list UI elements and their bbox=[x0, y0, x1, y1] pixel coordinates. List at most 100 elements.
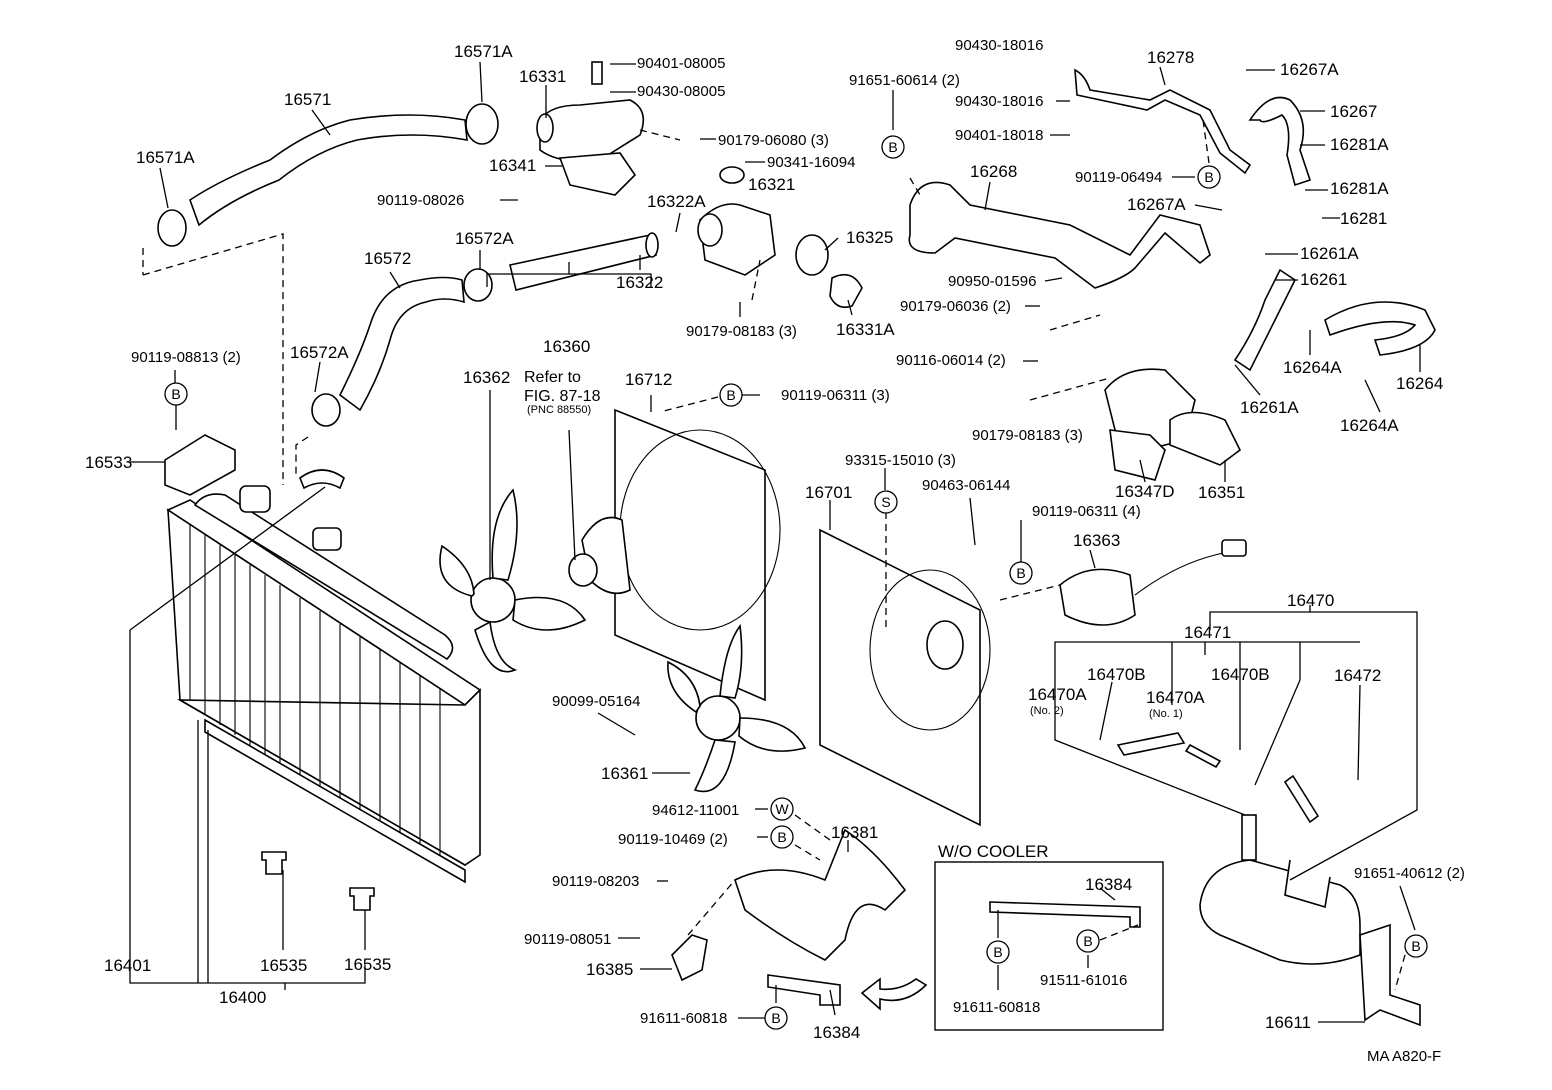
svg-text:B: B bbox=[1083, 933, 1092, 949]
fan-shroud-drawing bbox=[568, 408, 781, 702]
lower-hose-drawing bbox=[338, 276, 465, 412]
badge-b: B bbox=[719, 383, 743, 407]
part-label-90950-01596: 90950-01596 bbox=[948, 273, 1036, 290]
part-label-16267: 16267 bbox=[1330, 102, 1377, 121]
part-label-pnc: (PNC 88550) bbox=[527, 404, 591, 416]
svg-text:S: S bbox=[881, 494, 890, 510]
part-label-16363: 16363 bbox=[1073, 531, 1120, 550]
part-label-90179-08183-top: 90179-08183 (3) bbox=[686, 323, 797, 340]
part-label-90401-08005: 90401-08005 bbox=[637, 55, 725, 72]
part-label-16712: 16712 bbox=[625, 370, 672, 389]
part-label-16281A-top: 16281A bbox=[1330, 135, 1389, 154]
part-label-91611-60818-bot: 91611-60818 bbox=[640, 1010, 727, 1027]
reference-badges: B B B B S B W B B B B B bbox=[164, 135, 1428, 1030]
part-label-90119-08203: 90119-08203 bbox=[552, 873, 639, 890]
part-label-ref-code: MA A820-F bbox=[1367, 1048, 1441, 1065]
badge-b: B bbox=[1009, 561, 1033, 585]
part-label-no2: (No. 2) bbox=[1030, 705, 1064, 717]
part-label-16341: 16341 bbox=[489, 156, 536, 175]
part-label-16571A-top: 16571A bbox=[454, 42, 513, 61]
part-label-16701: 16701 bbox=[805, 483, 852, 502]
part-label-16322A: 16322A bbox=[647, 192, 706, 211]
part-label-90179-08183-right: 90179-08183 (3) bbox=[972, 427, 1083, 444]
part-label-16571A-left: 16571A bbox=[136, 148, 195, 167]
part-label-16360: 16360 bbox=[543, 337, 590, 356]
svg-text:B: B bbox=[993, 944, 1002, 960]
part-label-16381: 16381 bbox=[831, 823, 878, 842]
part-label-16261A-top: 16261A bbox=[1300, 244, 1359, 263]
part-label-16268: 16268 bbox=[970, 162, 1017, 181]
part-label-16362: 16362 bbox=[463, 368, 510, 387]
part-label-90341-16094: 90341-16094 bbox=[767, 154, 855, 171]
part-label-16470B-left: 16470B bbox=[1087, 665, 1146, 684]
part-label-16470A-no1: 16470A bbox=[1146, 688, 1205, 707]
svg-text:B: B bbox=[771, 1010, 780, 1026]
radiator-drawing bbox=[166, 469, 482, 884]
part-label-16278: 16278 bbox=[1147, 48, 1194, 67]
part-label-90430-08005: 90430-08005 bbox=[637, 83, 725, 100]
part-label-16267A-mid: 16267A bbox=[1127, 195, 1186, 214]
part-label-wo-cooler: W/O COOLER bbox=[938, 842, 1049, 861]
part-label-fig: FIG. 87-18 bbox=[524, 388, 601, 405]
part-label-16281: 16281 bbox=[1340, 209, 1387, 228]
badge-b: B bbox=[1404, 934, 1428, 958]
badge-b: B bbox=[1076, 929, 1100, 953]
part-label-16385: 16385 bbox=[586, 960, 633, 979]
part-label-90179-06080: 90179-06080 (3) bbox=[718, 132, 829, 149]
part-label-16331: 16331 bbox=[519, 67, 566, 86]
part-label-16572A-top: 16572A bbox=[455, 229, 514, 248]
part-label-16351: 16351 bbox=[1198, 483, 1245, 502]
leader-lines bbox=[129, 61, 1421, 1023]
svg-text:B: B bbox=[888, 139, 897, 155]
part-label-90430-18016-mid: 90430-18016 bbox=[955, 93, 1043, 110]
bracket-drawings bbox=[164, 434, 1421, 1027]
upper-hose-drawing bbox=[189, 114, 468, 227]
badge-b: B bbox=[764, 1006, 788, 1030]
part-label-16261: 16261 bbox=[1300, 270, 1347, 289]
badge-w: W bbox=[770, 797, 794, 821]
part-label-16470B-right: 16470B bbox=[1211, 665, 1270, 684]
part-label-90463-06144: 90463-06144 bbox=[922, 477, 1010, 494]
part-label-90119-08026: 90119-08026 bbox=[377, 192, 464, 209]
part-label-16471: 16471 bbox=[1184, 623, 1231, 642]
badge-b: B bbox=[881, 135, 905, 159]
part-label-16400: 16400 bbox=[219, 988, 266, 1007]
part-label-16470: 16470 bbox=[1287, 591, 1334, 610]
part-label-90119-06311-3: 90119-06311 (3) bbox=[781, 387, 890, 404]
part-label-90099-05164: 90099-05164 bbox=[552, 693, 640, 710]
svg-text:B: B bbox=[171, 386, 180, 402]
part-label-16535-right: 16535 bbox=[344, 955, 391, 974]
part-label-90119-08813: 90119-08813 (2) bbox=[131, 349, 241, 366]
part-label-91511-61016: 91511-61016 bbox=[1040, 972, 1127, 989]
part-label-16264A-top: 16264A bbox=[1283, 358, 1342, 377]
part-number-labels: 16571A 16571 16571A 16331 90401-08005 90430-0… bbox=[85, 37, 1465, 1065]
part-label-90119-06311-4: 90119-06311 (4) bbox=[1032, 503, 1141, 520]
part-label-16267A-top: 16267A bbox=[1280, 60, 1339, 79]
svg-text:B: B bbox=[726, 387, 735, 403]
part-label-16472: 16472 bbox=[1334, 666, 1381, 685]
part-label-16401: 16401 bbox=[104, 956, 151, 975]
wo-cooler-frame bbox=[934, 861, 1164, 1031]
part-label-16384-box: 16384 bbox=[1085, 875, 1132, 894]
part-label-16611: 16611 bbox=[1265, 1013, 1311, 1032]
water-outlet-drawing bbox=[536, 61, 645, 196]
svg-text:B: B bbox=[777, 829, 786, 845]
part-label-94612-11001: 94612-11001 bbox=[652, 802, 739, 819]
part-label-90116-06014: 90116-06014 (2) bbox=[896, 352, 1006, 369]
part-label-16533: 16533 bbox=[85, 453, 132, 472]
part-label-16264A-bot: 16264A bbox=[1340, 416, 1399, 435]
part-label-16384-bot: 16384 bbox=[813, 1023, 860, 1042]
bypass-pipe-drawings bbox=[908, 68, 1436, 481]
part-label-91611-60818-box: 91611-60818 bbox=[953, 999, 1040, 1016]
part-label-16322: 16322 bbox=[616, 273, 663, 292]
part-label-no1: (No. 1) bbox=[1149, 708, 1183, 720]
svg-text:B: B bbox=[1411, 938, 1420, 954]
part-label-90430-18016-top: 90430-18016 bbox=[955, 37, 1043, 54]
fan-motor-drawing bbox=[1059, 539, 1247, 626]
svg-text:B: B bbox=[1204, 169, 1213, 185]
part-label-16571: 16571 bbox=[284, 90, 331, 109]
part-label-16261A-bot: 16261A bbox=[1240, 398, 1299, 417]
svg-text:B: B bbox=[1016, 565, 1025, 581]
badge-s: S bbox=[874, 490, 898, 514]
